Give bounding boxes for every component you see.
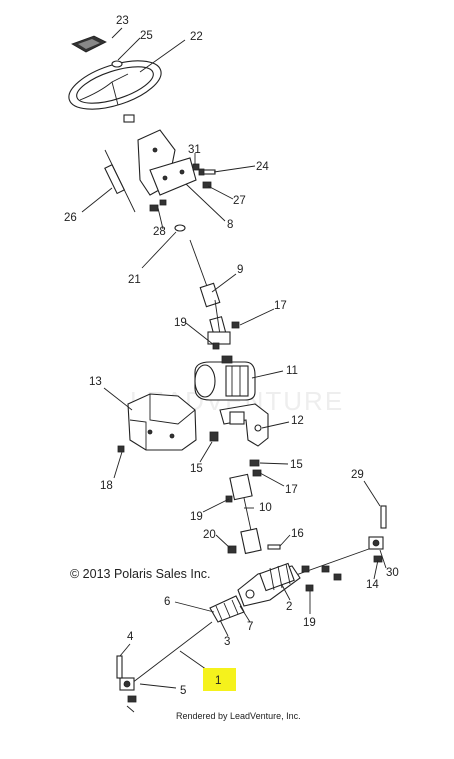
callout-14[interactable]: 14 xyxy=(366,579,379,591)
screw-18[interactable] xyxy=(117,445,125,453)
callout-26[interactable]: 26 xyxy=(64,212,77,224)
callout-22[interactable]: 22 xyxy=(190,31,203,43)
callout-27[interactable]: 27 xyxy=(233,195,246,207)
nut-20[interactable] xyxy=(227,545,237,554)
callout-17a[interactable]: 17 xyxy=(274,300,287,312)
rack-boot[interactable] xyxy=(209,595,245,623)
eps-cover[interactable] xyxy=(127,393,197,451)
leader-lines xyxy=(81,27,387,689)
callout-7[interactable]: 7 xyxy=(247,621,253,633)
nut-27[interactable] xyxy=(202,181,212,189)
nut-17b[interactable] xyxy=(252,469,262,477)
callout-12[interactable]: 12 xyxy=(291,415,304,427)
steering-spacer[interactable] xyxy=(123,114,135,123)
bolt-4[interactable] xyxy=(116,655,123,679)
callout-19a[interactable]: 19 xyxy=(174,317,187,329)
callout-3[interactable]: 3 xyxy=(224,636,230,648)
callout-10[interactable]: 10 xyxy=(259,502,272,514)
callout-labels: 23 25 22 31 24 27 26 8 28 9 21 17 19 11 … xyxy=(64,15,399,697)
upper-steering-shaft[interactable] xyxy=(189,239,231,345)
callout-11[interactable]: 11 xyxy=(286,365,298,377)
callout-25[interactable]: 25 xyxy=(140,30,153,42)
callout-19b[interactable]: 19 xyxy=(190,511,203,523)
callout-24[interactable]: 24 xyxy=(256,161,269,173)
callout-8[interactable]: 8 xyxy=(227,219,233,231)
steering-rack[interactable] xyxy=(237,544,381,607)
callout-9[interactable]: 9 xyxy=(237,264,243,276)
copyright-text: © 2013 Polaris Sales Inc. xyxy=(70,567,211,581)
eps-unit[interactable] xyxy=(194,355,256,401)
callout-31[interactable]: 31 xyxy=(188,144,201,156)
callout-28[interactable]: 28 xyxy=(153,226,166,238)
callout-13[interactable]: 13 xyxy=(89,376,102,388)
steering-wheel-cap[interactable] xyxy=(71,35,107,53)
callout-15a[interactable]: 15 xyxy=(190,463,203,475)
rendered-by-text: Rendered by LeadVenture, Inc. xyxy=(176,711,301,721)
callout-21[interactable]: 21 xyxy=(128,274,141,286)
lower-steering-shaft[interactable] xyxy=(229,473,262,555)
bolt-19a[interactable] xyxy=(212,342,220,350)
callout-30[interactable]: 30 xyxy=(386,567,399,579)
callout-17b[interactable]: 17 xyxy=(285,484,298,496)
highlight-box xyxy=(203,668,236,691)
callout-2[interactable]: 2 xyxy=(286,601,292,613)
bolt-16[interactable] xyxy=(267,544,281,550)
bolt-15a[interactable] xyxy=(209,431,219,442)
gas-strut[interactable] xyxy=(104,149,136,213)
bolt-15b[interactable] xyxy=(249,459,260,467)
callout-23[interactable]: 23 xyxy=(116,15,129,27)
mount-bracket[interactable] xyxy=(219,403,269,447)
callout-20[interactable]: 20 xyxy=(203,529,216,541)
callout-18[interactable]: 18 xyxy=(100,480,113,492)
bushing-21[interactable] xyxy=(174,224,186,232)
callout-1[interactable]: 1 xyxy=(215,675,221,687)
callout-4[interactable]: 4 xyxy=(127,631,134,643)
rack-mount-nuts[interactable] xyxy=(301,565,342,592)
bolt-29[interactable] xyxy=(380,505,387,529)
steering-wheel[interactable] xyxy=(63,51,167,119)
tie-rod-end-right[interactable] xyxy=(368,536,384,550)
tilt-bracket[interactable] xyxy=(137,129,197,196)
cotter-pin[interactable] xyxy=(126,705,135,713)
bolt-24[interactable] xyxy=(198,168,216,176)
callout-19c[interactable]: 19 xyxy=(303,617,316,629)
callout-6[interactable]: 6 xyxy=(164,596,170,608)
tie-rod[interactable] xyxy=(119,621,213,691)
callout-29[interactable]: 29 xyxy=(351,469,364,481)
bolt-31[interactable] xyxy=(192,163,200,171)
callout-15b[interactable]: 15 xyxy=(290,459,303,471)
steering-nut[interactable] xyxy=(111,60,123,68)
callout-5[interactable]: 5 xyxy=(180,685,186,697)
nut-17a[interactable] xyxy=(231,321,240,329)
nut-5[interactable] xyxy=(127,695,137,703)
callout-16[interactable]: 16 xyxy=(291,528,304,540)
